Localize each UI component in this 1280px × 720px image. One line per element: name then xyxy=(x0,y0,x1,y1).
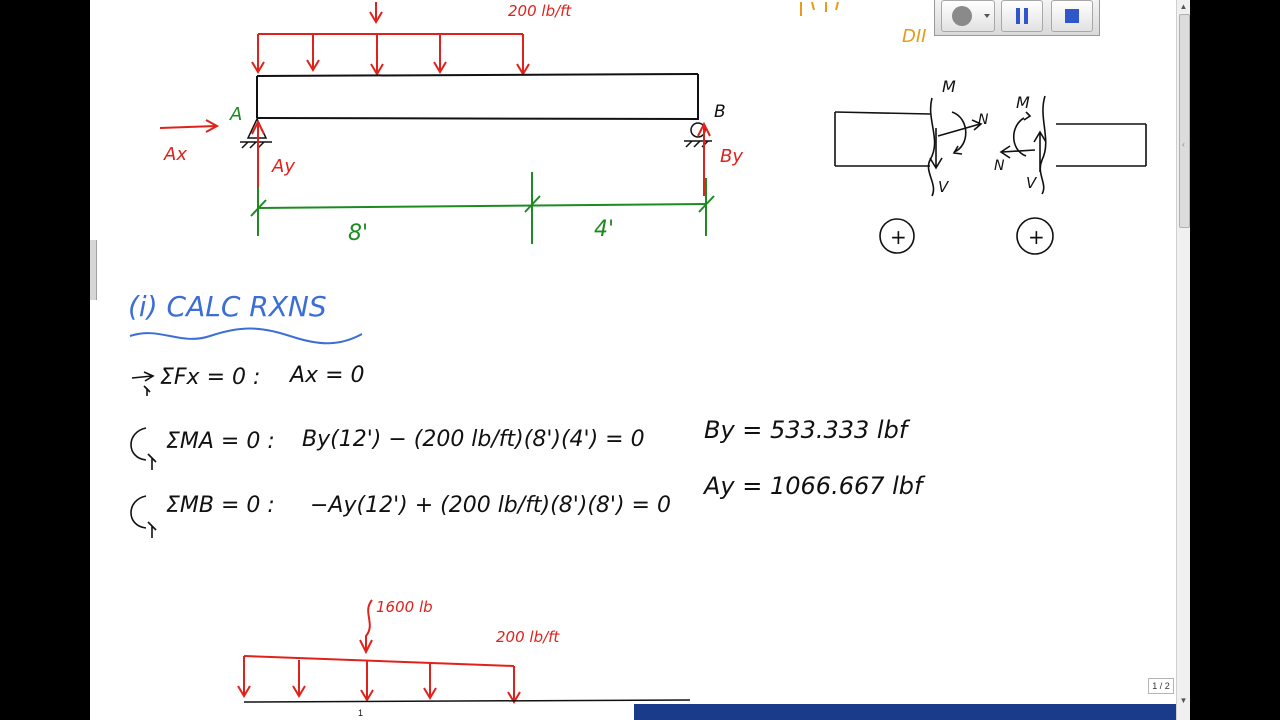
scroll-thumb[interactable] xyxy=(1179,14,1190,228)
eq1-lhs: ΣFx = 0 : xyxy=(160,365,260,390)
support-b-label: B xyxy=(714,102,726,122)
distributed-load xyxy=(251,2,530,76)
stop-icon xyxy=(1065,9,1079,23)
section-heading: (i) CALC RXNS xyxy=(128,290,327,323)
pin-support-a xyxy=(240,117,272,149)
eq1-body: Ax = 0 xyxy=(288,363,365,388)
beam-diagram: 200 lb/ft A B xyxy=(159,2,743,246)
positive-sign-circle xyxy=(879,218,915,254)
taskbar-strip xyxy=(634,704,1176,720)
pause-icon xyxy=(1016,8,1028,24)
dist-load-label: 200 lb/ft xyxy=(496,628,560,646)
eq2-result: By = 533.333 lbf xyxy=(704,416,911,444)
page-indicator: 1 / 2 xyxy=(1148,678,1174,694)
fbd-n-right: N xyxy=(994,158,1005,174)
dim-right: 4' xyxy=(594,217,614,242)
dimension-line xyxy=(250,172,715,244)
stop-button[interactable] xyxy=(1051,0,1093,32)
eq2-lhs: ΣMA = 0 : xyxy=(166,429,275,454)
pause-button[interactable] xyxy=(1001,0,1043,32)
eq3-body: −Ay(12') + (200 lb/ft)(8')(8') = 0 xyxy=(310,493,671,518)
record-icon xyxy=(952,6,990,26)
fbd-m-right: M xyxy=(1016,93,1030,112)
fbd-n-left: N xyxy=(978,112,989,128)
eq3-result: Ay = 1066.667 lbf xyxy=(702,472,926,500)
support-a-label: A xyxy=(229,104,242,125)
heading-underline xyxy=(129,327,363,345)
handwritten-canvas: 200 lb/ft A B xyxy=(128,1,1147,718)
by-label: By xyxy=(720,146,743,167)
bottom-load-diagram: 1600 lb 200 lb/ft 1 xyxy=(237,598,691,718)
eq2-body: By(12') − (200 lb/ft)(8')(4') = 0 xyxy=(302,427,645,452)
fbd-m-left: M xyxy=(942,77,956,96)
side-tab[interactable] xyxy=(90,240,97,300)
positive-sign-circle xyxy=(1016,217,1054,255)
sign-left: + xyxy=(890,225,907,249)
fbd-v-left: V xyxy=(938,178,950,196)
orange-marks xyxy=(800,1,839,16)
page-marker: 1 xyxy=(358,708,363,718)
point-load-label: 1600 lb xyxy=(376,598,433,616)
fbd-v-right: V xyxy=(1026,174,1038,192)
document-page: 200 lb/ft A B xyxy=(90,0,1176,720)
vertical-scrollbar[interactable]: ▲ ‹ ▼ xyxy=(1176,0,1190,720)
scroll-grip-icon: ‹ xyxy=(1182,140,1185,149)
ay-label: Ay xyxy=(271,156,295,177)
ax-label: Ax xyxy=(163,144,187,165)
sign-convention-diagram: M N V M N V + + xyxy=(834,77,1147,255)
reaction-arrows xyxy=(159,119,711,200)
beam xyxy=(256,73,699,120)
dim-left: 8' xyxy=(348,221,368,246)
scroll-down-icon[interactable]: ▼ xyxy=(1179,696,1188,705)
load-label: 200 lb/ft xyxy=(508,2,572,20)
record-button[interactable] xyxy=(941,0,995,32)
eq3-lhs: ΣMB = 0 : xyxy=(166,493,275,518)
scroll-up-icon[interactable]: ▲ xyxy=(1179,2,1188,11)
equations: ΣFx = 0 : Ax = 0 ΣMA = 0 : By(12') − (20… xyxy=(130,363,926,538)
corner-text: DII xyxy=(902,26,926,47)
sign-right: + xyxy=(1028,225,1045,249)
recording-toolbar xyxy=(934,0,1100,36)
